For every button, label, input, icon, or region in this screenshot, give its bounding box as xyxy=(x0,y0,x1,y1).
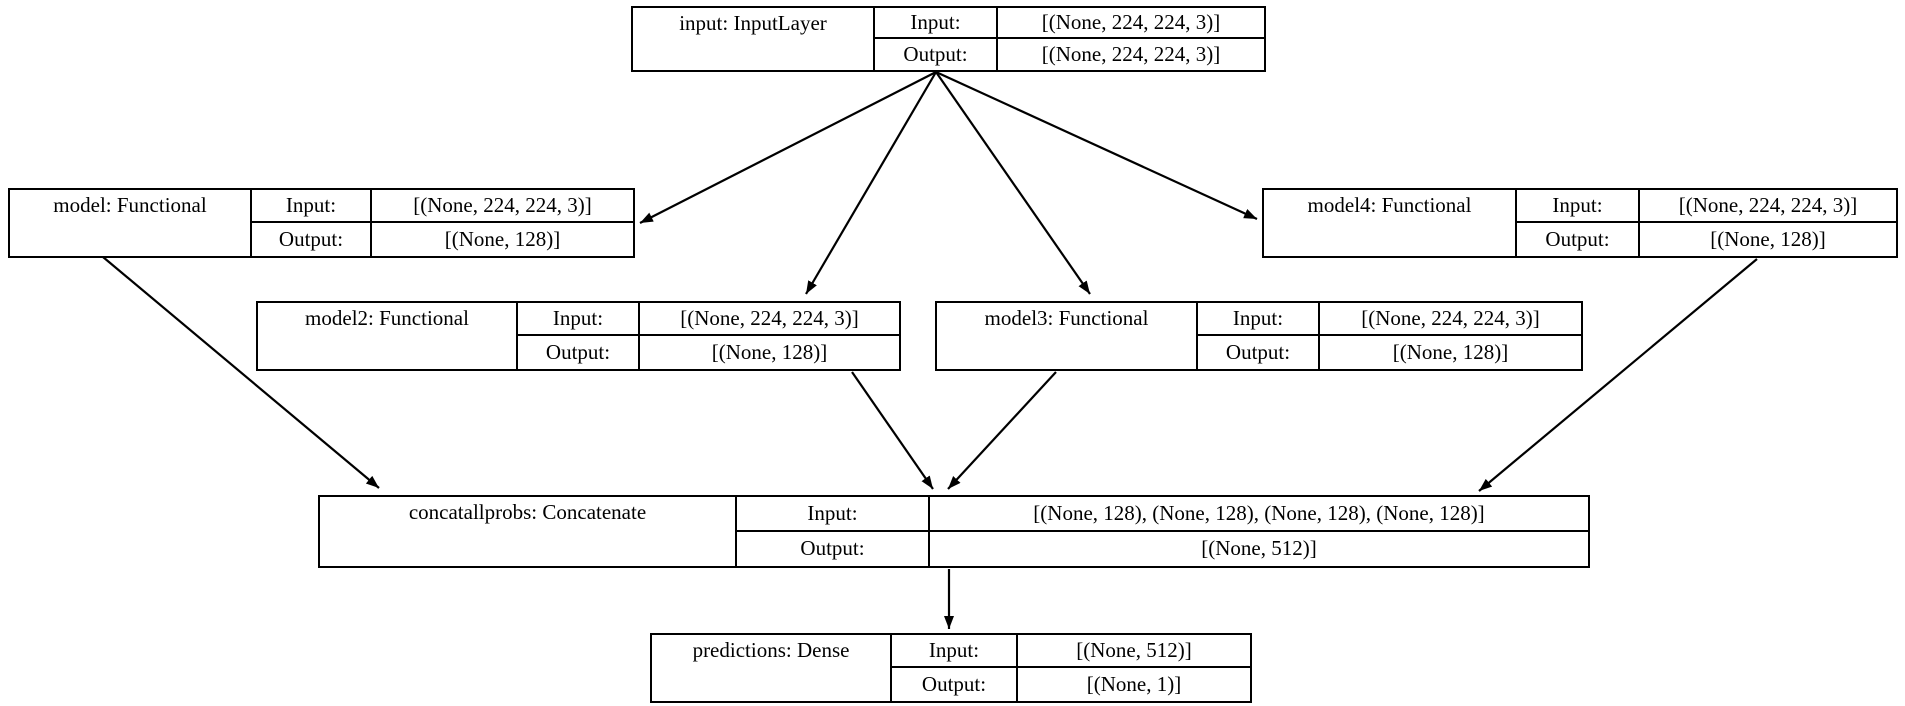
output-row-value: [(None, 224, 224, 3)] xyxy=(1041,42,1221,66)
output-row-label: Output: xyxy=(518,336,640,369)
output-row-label: Output: xyxy=(1198,336,1320,369)
output-row-label: Output: xyxy=(875,39,998,70)
edge-model4-concat xyxy=(1478,258,1758,492)
output-row-value: [(None, 128)] xyxy=(444,227,561,251)
input-row-value: [(None, 128), (None, 128), (None, 128), … xyxy=(930,497,1588,532)
node-title: model2: Functional xyxy=(258,303,518,369)
input-row-value: [(None, 224, 224, 3)] xyxy=(1320,303,1581,336)
output-row-value: [(None, 128)] xyxy=(1710,227,1826,251)
output-row-label: Output: xyxy=(1517,223,1640,256)
input-row-value: [(None, 224, 224, 3)] xyxy=(998,8,1264,39)
node-model4-functional: model4: Functional Input: [(None, 224, 2… xyxy=(1262,188,1898,258)
input-row-label: Input: xyxy=(875,8,998,39)
node-title: model: Functional xyxy=(10,190,252,256)
node-title: input: InputLayer xyxy=(633,8,875,70)
output-row-value: [(None, 512)] xyxy=(1201,536,1317,561)
input-row-label: Input: xyxy=(1517,190,1640,223)
output-row-label: Output: xyxy=(737,531,930,566)
edge-model3-concat xyxy=(947,371,1057,490)
output-row-label: Output: xyxy=(252,223,372,256)
input-row-value: [(None, 512)] xyxy=(1018,635,1250,668)
edge-model-concat xyxy=(102,256,380,489)
output-row-label: Output: xyxy=(892,668,1018,701)
edge-input-model3 xyxy=(935,71,1091,295)
input-row-value: [(None, 224, 224, 3)] xyxy=(1640,190,1896,223)
edge-model2-concat xyxy=(851,371,934,490)
output-row-value: [(None, 1)] xyxy=(1086,672,1182,696)
node-concatallprobs-concatenate: concatallprobs: Concatenate Input: [(Non… xyxy=(318,495,1590,568)
input-row-label: Input: xyxy=(518,303,640,336)
output-row-value: [(None, 128)] xyxy=(711,340,828,364)
node-model3-functional: model3: Functional Input: [(None, 224, 2… xyxy=(935,301,1583,371)
input-row-value: [(None, 224, 224, 3)] xyxy=(372,190,633,223)
input-row-label: Input: xyxy=(892,635,1018,668)
node-title: predictions: Dense xyxy=(652,635,892,701)
node-model2-functional: model2: Functional Input: [(None, 224, 2… xyxy=(256,301,901,371)
input-row-label: Input: xyxy=(252,190,372,223)
node-title: concatallprobs: Concatenate xyxy=(320,497,737,566)
input-row-label: Input: xyxy=(1198,303,1320,336)
output-row-value: [(None, 128)] xyxy=(1392,340,1509,364)
input-row-label: Input: xyxy=(737,497,930,532)
edge-input-model2 xyxy=(805,71,937,295)
node-title: model3: Functional xyxy=(937,303,1198,369)
edge-input-model4 xyxy=(935,70,1258,221)
node-predictions-dense: predictions: Dense Input: [(None, 512)] … xyxy=(650,633,1252,703)
node-model-functional: model: Functional Input: [(None, 224, 22… xyxy=(8,188,635,258)
node-input-inputlayer: input: InputLayer Input: [(None, 224, 22… xyxy=(631,6,1266,72)
edge-input-model xyxy=(639,71,937,224)
input-row-value: [(None, 224, 224, 3)] xyxy=(640,303,899,336)
node-title: model4: Functional xyxy=(1264,190,1517,256)
